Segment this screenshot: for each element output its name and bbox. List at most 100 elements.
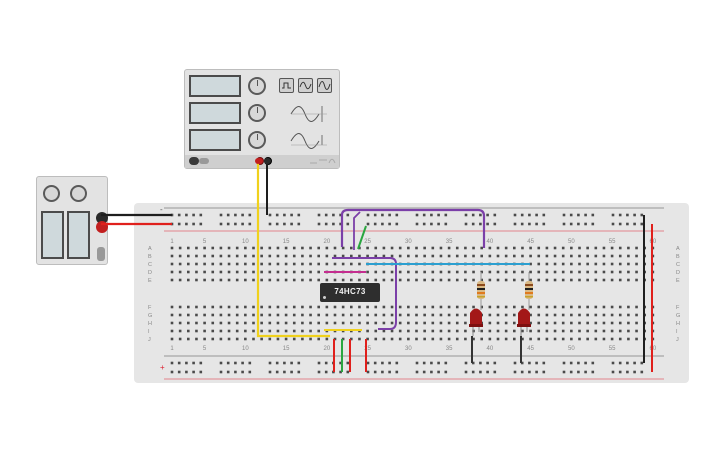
breadboard-hole [324, 222, 328, 226]
breadboard-hole [464, 254, 467, 258]
negative-terminal[interactable] [264, 157, 272, 165]
power-toggle[interactable] [97, 247, 105, 261]
breadboard-hole [545, 329, 549, 333]
breadboard-hole [211, 305, 215, 309]
breadboard-hole [591, 213, 595, 217]
breadboard-hole [395, 370, 399, 374]
breadboard-hole [415, 305, 418, 309]
breadboard-hole [284, 254, 288, 258]
function-generator[interactable] [184, 69, 340, 169]
breadboard-hole [195, 262, 198, 266]
breadboard-hole [244, 262, 247, 266]
breadboard-hole [333, 270, 337, 274]
breadboard-hole [275, 213, 279, 217]
breadboard-hole [570, 246, 573, 250]
breadboard-hole [170, 313, 174, 317]
breadboard-hole [268, 361, 272, 365]
breadboard-hole [390, 321, 394, 325]
psu-positive-terminal[interactable] [96, 221, 108, 233]
breadboard-hole [415, 254, 418, 258]
function-generator-footer [185, 155, 339, 168]
breadboard-hole [317, 313, 320, 317]
offset-display [189, 129, 241, 151]
breadboard-hole [226, 222, 230, 226]
power-supply[interactable] [36, 176, 108, 265]
breadboard-hole [332, 361, 335, 365]
breadboard-hole [602, 313, 606, 317]
breadboard-hole [627, 270, 630, 274]
breadboard-hole [545, 305, 549, 309]
breadboard-hole [545, 321, 549, 325]
breadboard-hole [297, 222, 301, 226]
breadboard-hole [358, 270, 361, 274]
square-wave-button[interactable] [279, 78, 294, 93]
breadboard-hole [423, 329, 426, 333]
breadboard-hole [395, 213, 399, 217]
breadboard-hole [537, 329, 541, 333]
offset-knob[interactable] [248, 131, 266, 149]
breadboard-hole [284, 329, 288, 333]
breadboard-hole [339, 370, 342, 374]
breadboard-hole [192, 370, 195, 374]
current-knob[interactable] [70, 185, 87, 202]
breadboard-hole [398, 254, 402, 258]
breadboard-hole [439, 305, 443, 309]
breadboard-hole [284, 246, 288, 250]
breadboard-hole [341, 278, 345, 282]
breadboard-hole [643, 305, 646, 309]
breadboard-hole [521, 254, 524, 258]
breadboard-hole [268, 222, 272, 226]
frequency-knob[interactable] [248, 77, 266, 95]
breadboard-hole [586, 270, 589, 274]
column-number-top: 55 [609, 239, 616, 245]
breadboard-hole [292, 337, 296, 341]
breadboard-hole [325, 329, 329, 333]
breadboard-hole [390, 278, 394, 282]
breadboard-hole [341, 329, 345, 333]
breadboard-hole [626, 370, 629, 374]
breadboard-hole [520, 213, 524, 217]
breadboard-hole [553, 270, 557, 274]
breadboard-hole [178, 329, 182, 333]
sine-wave-button[interactable] [317, 78, 332, 93]
breadboard-hole [398, 278, 402, 282]
breadboard-hole [513, 213, 517, 217]
breadboard-hole [170, 329, 174, 333]
breadboard-hole [447, 321, 451, 325]
breadboard-hole [486, 370, 489, 374]
power-switch[interactable] [189, 157, 199, 165]
breadboard-hole [643, 337, 646, 341]
breadboard-hole [339, 361, 342, 365]
breadboard-hole [227, 262, 231, 266]
breadboard-hole [415, 278, 418, 282]
breadboard-hole [447, 278, 451, 282]
breadboard-hole [388, 222, 391, 226]
breadboard-hole [471, 361, 475, 365]
breadboard-hole [513, 278, 516, 282]
ic-chip-74hc73[interactable]: 74HC73 [320, 283, 380, 302]
amplitude-knob[interactable] [248, 104, 266, 122]
breadboard-hole [561, 262, 565, 266]
triangle-wave-button[interactable] [298, 78, 313, 93]
column-number-bottom: 40 [487, 346, 494, 352]
breadboard-hole [203, 305, 206, 309]
voltage-knob[interactable] [43, 185, 60, 202]
breadboard-hole [407, 270, 410, 274]
breadboard-hole [241, 213, 244, 217]
breadboard-hole [431, 321, 435, 325]
breadboard-hole [341, 305, 345, 309]
breadboard-hole [586, 321, 589, 325]
positive-terminal[interactable] [256, 157, 264, 165]
breadboard-hole [382, 321, 386, 325]
breadboard-hole [374, 337, 378, 341]
breadboard-hole [561, 305, 565, 309]
breadboard-hole [594, 337, 598, 341]
breadboard-hole [480, 313, 483, 317]
breadboard-hole [618, 213, 622, 217]
breadboard-hole [493, 213, 497, 217]
row-letter: G [676, 313, 680, 319]
breadboard-hole [542, 370, 546, 374]
breadboard-hole [244, 329, 247, 333]
